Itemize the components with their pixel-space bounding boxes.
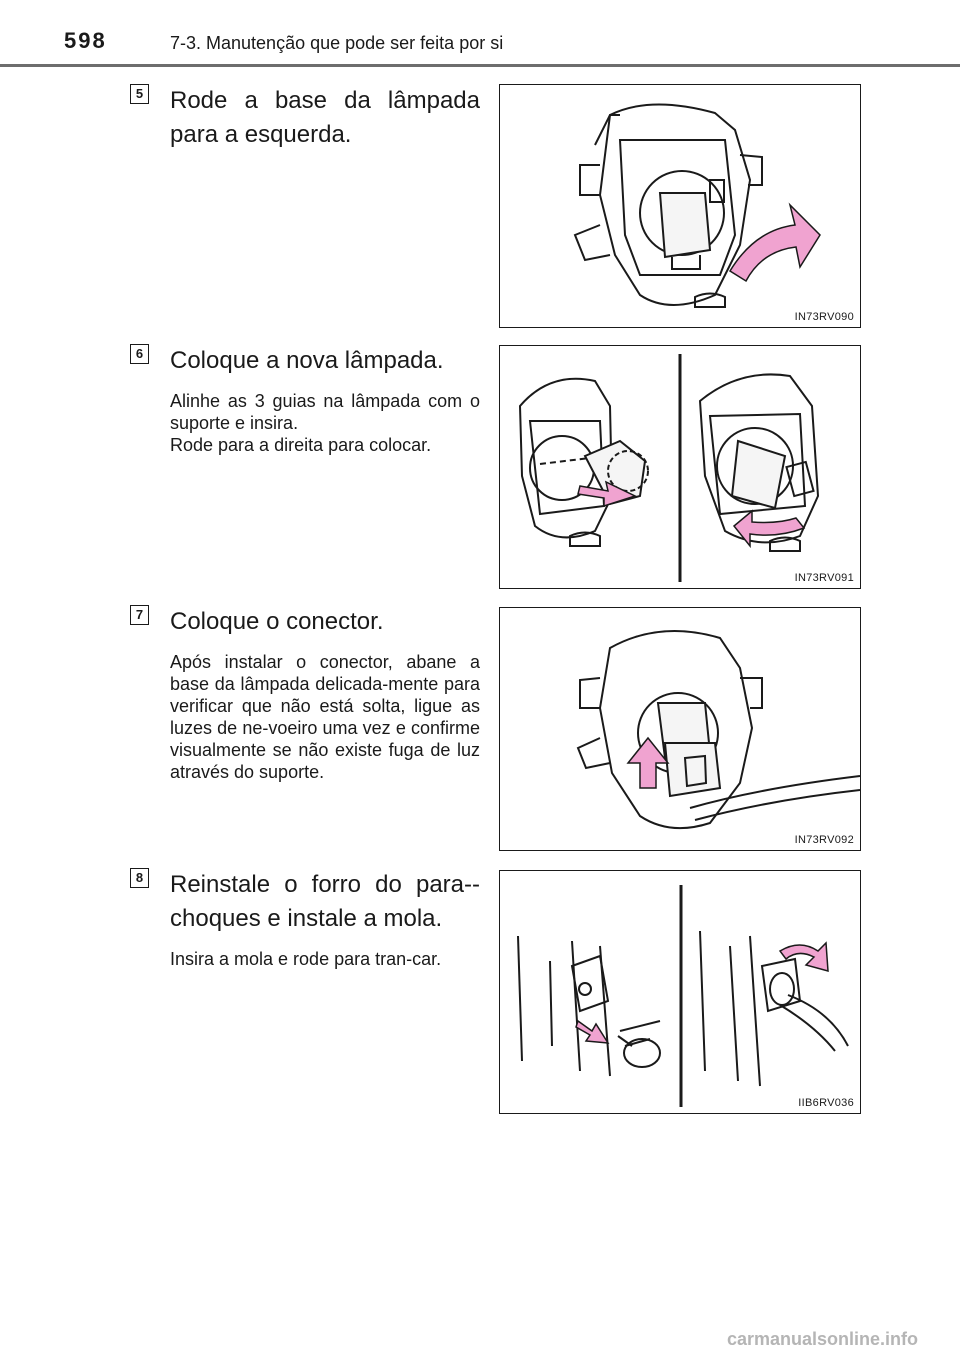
step-description-line: Rode para a direita para colocar. — [170, 435, 432, 455]
step-number-badge: 7 — [130, 605, 149, 625]
figure-code: IN73RV090 — [794, 311, 854, 323]
step-description: Alinhe as 3 guias na lâmpada com o supor… — [170, 390, 480, 456]
step-title: Coloque a nova lâmpada. — [170, 347, 444, 374]
figure-code: IN73RV091 — [794, 572, 854, 584]
watermark: carmanualsonline.info — [726, 1329, 918, 1349]
figure-code: IIB6RV036 — [798, 1097, 854, 1109]
step-description-line: Alinhe as 3 guias na lâmpada com o supor… — [170, 391, 480, 433]
page-number: 598 — [64, 28, 107, 53]
step-6: 6 Coloque a nova lâmpada. Alinhe as 3 gu… — [130, 344, 480, 456]
step-number-badge: 8 — [130, 868, 149, 888]
figure-install-clip: IIB6RV036 — [499, 870, 861, 1114]
step-number-badge: 6 — [130, 344, 149, 364]
step-description-line: Insira a mola e rode para tran-car. — [170, 949, 442, 969]
step-5: 5 Rode a base da lâmpada para a esquerda… — [130, 84, 480, 152]
step-8: 8 Reinstale o forro do para--choques e i… — [130, 868, 480, 970]
step-description-line: Após instalar o conector, abane a base d… — [170, 652, 480, 782]
step-number-badge: 5 — [130, 84, 149, 104]
figure-insert-new-bulb: IN73RV091 — [499, 345, 861, 589]
section-title: 7-3. Manutenção que pode ser feita por s… — [170, 33, 504, 53]
step-description: Insira a mola e rode para tran-car. — [170, 948, 480, 970]
step-description: Após instalar o conector, abane a base d… — [170, 651, 480, 783]
figure-attach-connector: IN73RV092 — [499, 607, 861, 851]
step-title: Rode a base da lâmpada para a esquerda. — [170, 87, 480, 148]
header-rule — [0, 64, 960, 67]
figure-rotate-bulb-base: IN73RV090 — [499, 84, 861, 328]
figure-code: IN73RV092 — [794, 834, 854, 846]
step-7: 7 Coloque o conector. Após instalar o co… — [130, 605, 480, 783]
step-title: Coloque o conector. — [170, 608, 384, 635]
step-title: Reinstale o forro do para--choques e ins… — [170, 871, 480, 932]
